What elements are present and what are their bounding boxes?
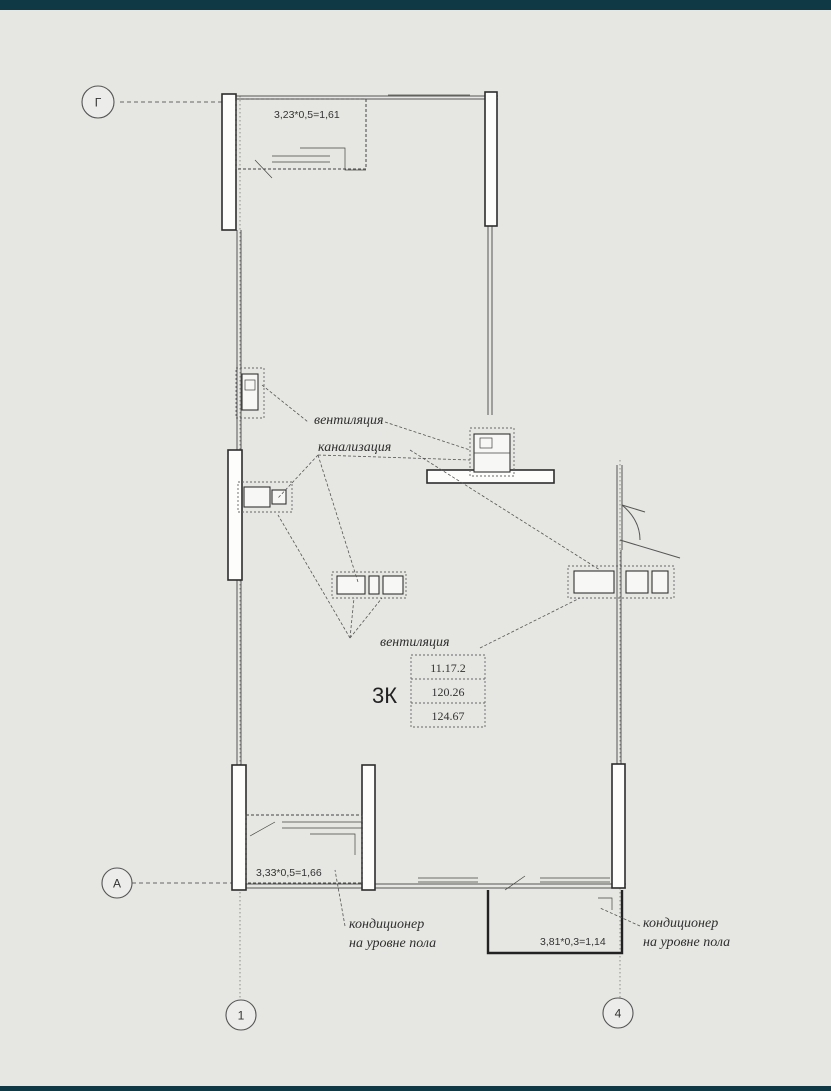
wall-top-left [221, 93, 237, 231]
balcony-bottom-left: 3,33*0,5=1,66 [245, 814, 363, 884]
shaft-4 [331, 571, 407, 599]
balcony-bottom-right-area: 3,81*0,3=1,14 [540, 936, 606, 948]
wall-mid-left [227, 449, 243, 581]
axis-marker-a: А [101, 867, 133, 899]
axis-marker-g: Г [81, 85, 115, 119]
ac-label-left-line1: кондиционер [349, 917, 424, 932]
drawing-sheet: Г А 1 4 [0, 10, 831, 1086]
shaft-5 [567, 565, 675, 599]
wall-bottom-left [231, 764, 247, 891]
apartment-value-1: 11.17.2 [430, 661, 466, 675]
apartment-type: 3К [372, 683, 397, 708]
axis-label-1: 1 [238, 1009, 245, 1023]
walls [221, 91, 626, 891]
balcony-top: 3,23*0,5=1,61 [235, 94, 470, 179]
apartment-info: 3К 11.17.2 120.26 124.67 [372, 654, 486, 728]
wall-bottom-mid [361, 764, 376, 891]
axis-label-4: 4 [615, 1007, 622, 1021]
axis-label-g: Г [95, 96, 102, 110]
axis-label-a: А [113, 877, 121, 891]
balcony-bottom-right: 3,81*0,3=1,14 [418, 875, 624, 955]
ac-label-right-line1: кондиционер [643, 916, 718, 931]
ac-label-left-line2: на уровне пола [349, 936, 436, 951]
leader-lines [261, 384, 641, 927]
sewer-label: канализация [318, 440, 391, 455]
ac-label-right-line2: на уровне пола [643, 935, 730, 950]
apartment-value-3: 124.67 [432, 709, 465, 723]
shaft-3 [469, 427, 515, 477]
wall-top-right [484, 91, 498, 227]
apartment-value-2: 120.26 [432, 685, 465, 699]
axis-marker-1: 1 [225, 999, 257, 1031]
balcony-top-area: 3,23*0,5=1,61 [274, 109, 340, 121]
wall-bottom-right [611, 763, 626, 889]
axis-marker-4: 4 [602, 997, 634, 1029]
shaft-1 [235, 367, 265, 419]
ventilation-label-bottom: вентиляция [380, 635, 449, 650]
room-contour [222, 95, 681, 889]
balcony-bottom-left-area: 3,33*0,5=1,66 [256, 867, 322, 879]
shaft-2 [237, 481, 293, 513]
ventilation-label-top: вентиляция [314, 413, 383, 428]
floor-plan: Г А 1 4 [81, 85, 730, 1031]
